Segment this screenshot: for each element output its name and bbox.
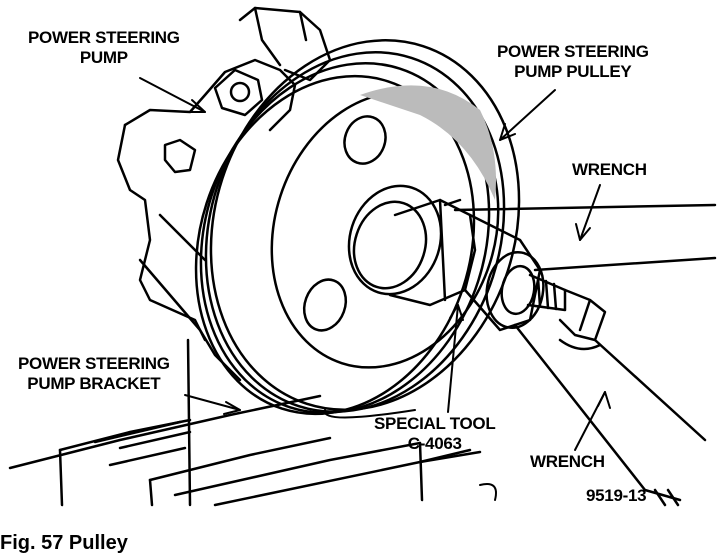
figure-code-text: 9519-13: [586, 486, 647, 505]
label-special-tool: SPECIAL TOOL C-4063: [374, 414, 496, 454]
label-wrench-lower-text: WRENCH: [530, 452, 605, 471]
label-power-steering-pump-pulley: POWER STEERING PUMP PULLEY: [497, 42, 649, 82]
leader-arrows: [139, 77, 611, 501]
special-tool: [388, 198, 607, 342]
label-pulley-line2: PUMP PULLEY: [514, 62, 632, 81]
label-pump-line2: PUMP: [79, 48, 128, 67]
label-wrench-lower: WRENCH: [530, 452, 605, 472]
wrench-upper: [443, 198, 717, 272]
figure-code: 9519-13: [586, 486, 647, 506]
figure-caption: Fig. 57 Pulley: [0, 532, 128, 554]
label-special-tool-line1: SPECIAL TOOL: [374, 414, 496, 433]
label-bracket-line1: POWER STEERING: [18, 354, 170, 373]
bench-vise: [8, 338, 482, 507]
pump-body: [116, 6, 332, 382]
label-bracket-line2: PUMP BRACKET: [27, 374, 161, 393]
label-power-steering-pump: POWER STEERING PUMP: [28, 28, 180, 68]
label-power-steering-pump-bracket: POWER STEERING PUMP BRACKET: [18, 354, 170, 394]
pump-pulley: [194, 39, 521, 416]
label-special-tool-line2: C-4063: [407, 434, 462, 453]
label-pulley-line1: POWER STEERING: [497, 42, 649, 61]
label-wrench-upper-text: WRENCH: [572, 160, 647, 179]
label-wrench-upper: WRENCH: [572, 160, 647, 180]
wrench-lower: [513, 323, 707, 507]
label-pump-line1: POWER STEERING: [28, 28, 180, 47]
